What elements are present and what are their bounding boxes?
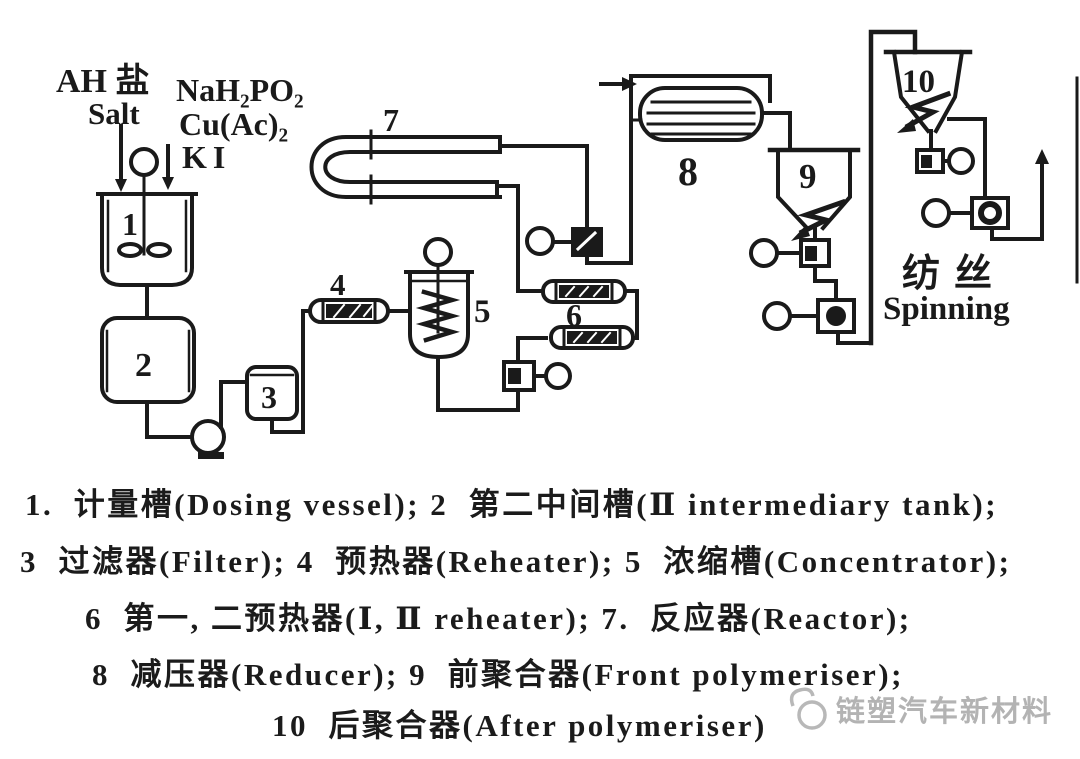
label-additive-ki: KI: [182, 139, 231, 175]
label-spinning-en: Spinning: [883, 291, 1010, 327]
label-additive-cuac2: Cu(Ac)₂: [179, 106, 288, 142]
equip-number-4: 4: [330, 267, 346, 302]
equip-number-8: 8: [678, 149, 698, 194]
valve-icon-bottom: [502, 336, 572, 392]
equip-number-5: 5: [474, 294, 491, 330]
pump-icon-1: [190, 380, 249, 459]
vessel-3-filter: [245, 309, 312, 434]
label-spinning-cn: 纺丝: [902, 253, 1006, 295]
legend-line-5: 10 后聚合器(After polymeriser): [272, 708, 767, 743]
legend-line-3: 6 第一, 二预热器(Ⅰ, Ⅱ reheater); 7. 反应器(Reacto…: [85, 601, 912, 636]
vessel-8-reducer: [629, 86, 792, 151]
valve-icon-below-9: [749, 238, 838, 302]
watermark-text: 链塑汽车新材料: [836, 696, 1054, 728]
equip-number-9: 9: [799, 157, 817, 196]
legend-line-2: 3 过滤器(Filter); 4 预热器(Reheater); 5 浓缩槽(Co…: [20, 544, 1012, 579]
equip-number-3: 3: [261, 379, 277, 415]
reactor-7-utube: [309, 129, 589, 231]
equip-number-2: 2: [135, 347, 152, 384]
valve-icon-reactor-outlet: [525, 74, 772, 265]
watermark-logo-icon: [789, 687, 827, 730]
label-ah-salt-cn: AH 盐: [56, 62, 150, 100]
valve-icon-below-10: [915, 147, 975, 175]
watermark: 链塑汽车新材料: [786, 684, 1053, 734]
equip-number-1: 1: [122, 206, 138, 242]
exchanger-4-reheater: [308, 298, 412, 324]
legend-line-4: 8 减压器(Reducer); 9 前聚合器(Front polymeriser…: [92, 657, 904, 692]
label-additive-nah2po2: NaH₂PO₂: [176, 72, 304, 108]
vessel-9-front-polymeriser: [767, 147, 861, 242]
process-flow-diagram: AH 盐 Salt NaH₂PO₂ Cu(Ac)₂ KI 1 2: [56, 29, 1079, 459]
riser-pipe-to-10: [868, 29, 918, 346]
label-ah-salt-en: Salt: [88, 96, 140, 131]
vessel-5-concentrator: [404, 237, 520, 412]
vessel-2-intermediary-tank: [100, 316, 196, 439]
vessel-1-dosing: [96, 147, 198, 320]
vessel-10-after-polymeriser: [883, 49, 987, 200]
pump-icon-2: [762, 298, 873, 345]
legend-line-1: 1. 计量槽(Dosing vessel); 2 第二中间槽(Ⅱ interme…: [25, 487, 999, 522]
agitator-motor-icon: [129, 147, 159, 177]
equip-number-6: 6: [566, 297, 582, 333]
exchanger-6-reheaters: [495, 184, 639, 350]
pump-icon-spinning: [921, 149, 1049, 241]
equip-number-10: 10: [902, 64, 935, 100]
equip-number-7: 7: [383, 102, 399, 138]
agitator-motor-icon: [423, 237, 453, 267]
feed-arrows: [115, 124, 174, 192]
feed-arrow-reducer-line: [599, 77, 637, 91]
